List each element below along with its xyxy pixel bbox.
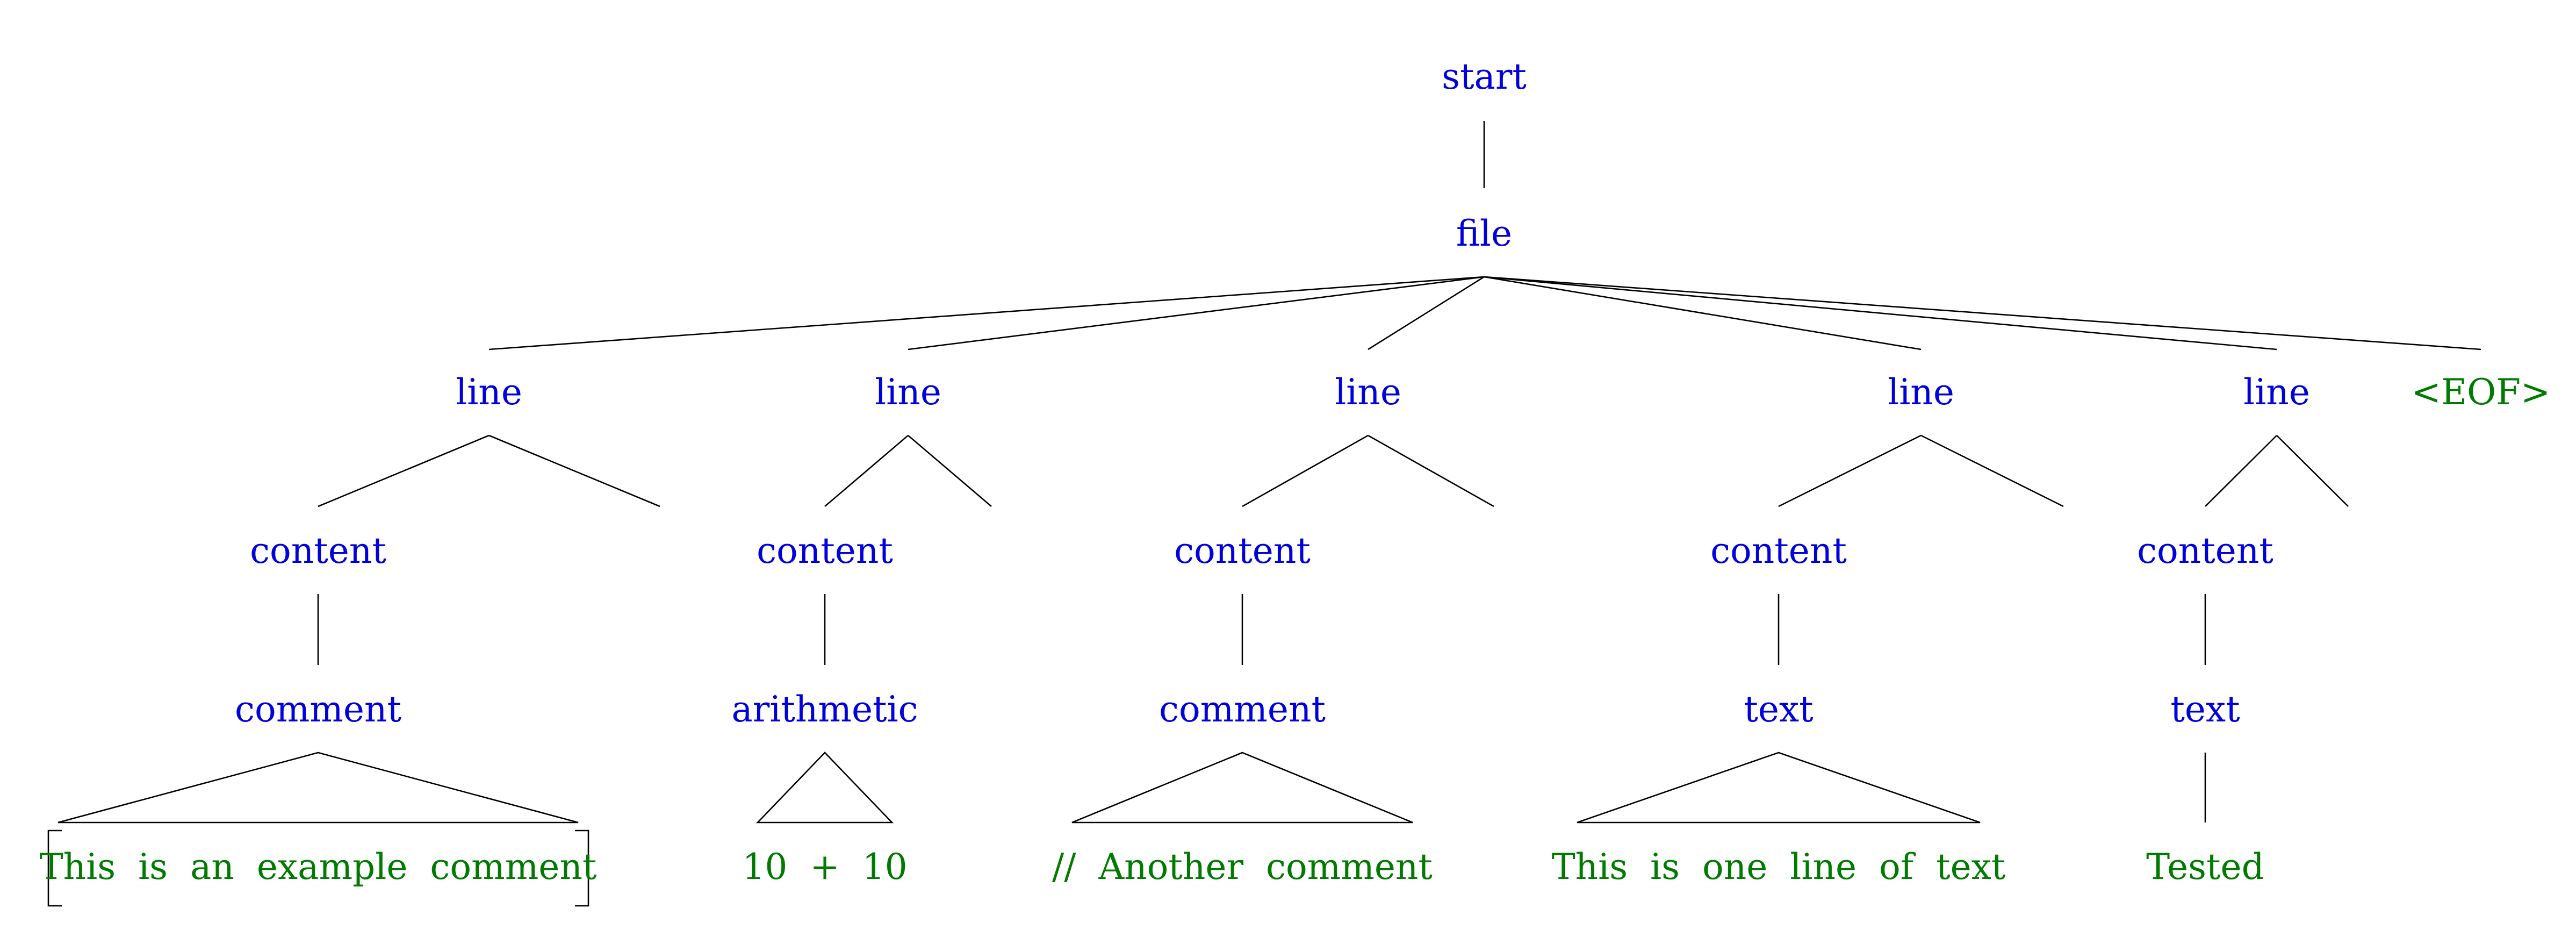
node-comment-1: comment xyxy=(235,689,401,730)
edge-line-5-content xyxy=(2205,435,2277,507)
triangle-leaf-4 xyxy=(1577,752,1981,824)
leaf-1: This is an example comment xyxy=(40,846,597,888)
edge-file-line-3 xyxy=(1368,276,1485,351)
edge-file-line-5 xyxy=(1484,276,2277,351)
node-arithmetic-2: arithmetic xyxy=(731,689,918,730)
edge-line-3-stub xyxy=(1368,434,1494,507)
edge-line-2-stub xyxy=(908,435,992,507)
node-start: start xyxy=(1442,56,1527,97)
leaf-3: // Another comment xyxy=(1052,846,1433,888)
node-line-4: line xyxy=(1888,371,1954,413)
node-line-2: line xyxy=(875,371,941,413)
triangle-leaf-2 xyxy=(755,752,894,824)
node-content-3: content xyxy=(1174,530,1311,571)
triangle-leaf-1 xyxy=(57,752,579,824)
node-comment-3: comment xyxy=(1159,689,1326,730)
leaf-2: 10 + 10 xyxy=(742,846,907,888)
tree-labels: start file line line line line line <EOF… xyxy=(40,56,2551,888)
leaf-4: This is one line of text xyxy=(1552,846,2006,888)
edge-line-3-content xyxy=(1242,434,1369,507)
leaf-1-right-bracket xyxy=(575,829,589,907)
edge-line-2-content xyxy=(824,435,909,507)
edge-file-eof xyxy=(1484,276,2481,351)
edge-line-5-stub xyxy=(2276,435,2349,507)
triangle-leaf-3 xyxy=(1071,752,1413,824)
edge-line-1-stub xyxy=(488,434,660,507)
node-content-5: content xyxy=(2137,530,2273,571)
node-text-4: text xyxy=(1744,689,1813,730)
node-content-2: content xyxy=(757,530,893,571)
edge-line-4-content xyxy=(1778,434,1922,507)
edge-file-line-2 xyxy=(908,276,1485,351)
node-content-4: content xyxy=(1710,530,1847,571)
node-content-1: content xyxy=(250,530,386,571)
node-line-1: line xyxy=(456,371,522,413)
node-eof: <EOF> xyxy=(2412,371,2551,413)
edge-file-line-4 xyxy=(1484,276,1922,351)
node-text-5: text xyxy=(2170,689,2240,730)
edge-file-line-1 xyxy=(488,276,1485,351)
leaf-1-left-bracket xyxy=(47,829,62,907)
node-line-5: line xyxy=(2243,371,2310,413)
tree-edges xyxy=(47,121,2481,907)
node-file: file xyxy=(1456,213,1512,254)
node-line-3: line xyxy=(1335,371,1401,413)
leaf-5: Tested xyxy=(2146,846,2264,888)
edge-line-4-stub xyxy=(1920,434,2064,507)
edge-line-1-content xyxy=(318,434,490,507)
